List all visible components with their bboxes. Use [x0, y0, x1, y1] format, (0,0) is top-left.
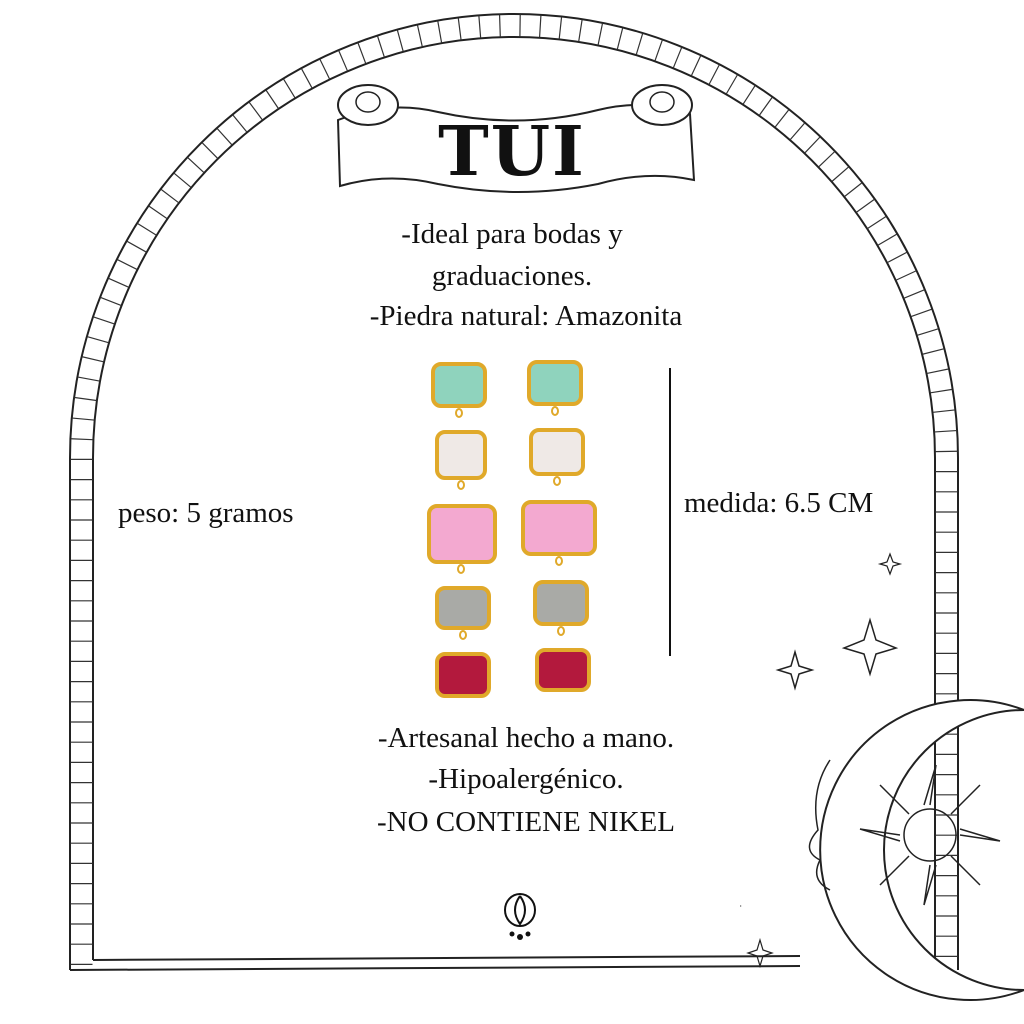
feature-line: -Hipoalergénico. — [428, 763, 624, 795]
weight-label: peso: 5 gramos — [118, 497, 294, 529]
sparkle-star-icon — [775, 649, 815, 691]
product-title: TUI — [438, 112, 586, 192]
feature-line: graduaciones. — [431, 260, 593, 292]
sparkle-star-icon — [841, 617, 899, 677]
feature-line: -Artesanal hecho a mano. — [377, 722, 675, 754]
stone-type: -Piedra natural: Amazonita — [369, 300, 683, 332]
moon-sun-icon — [740, 552, 1024, 1001]
feature-line: -NO CONTIENE NIKEL — [377, 806, 675, 838]
brand-logo-icon — [504, 893, 536, 940]
measure-label: medida: 6.5 CM — [684, 487, 874, 519]
scroll-banner-icon — [336, 84, 696, 193]
measure-line — [669, 368, 671, 656]
earrings-image — [425, 358, 605, 698]
feature-line: -Ideal para bodas y — [401, 218, 623, 250]
